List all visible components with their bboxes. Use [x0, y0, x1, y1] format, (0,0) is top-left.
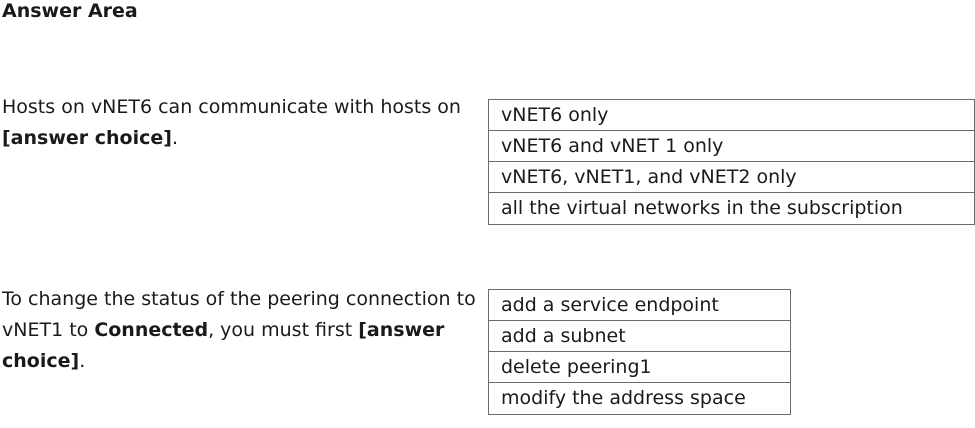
question-2-text: To change the status of the peering conn… [2, 284, 482, 377]
question-2-option-4[interactable]: modify the address space [501, 387, 746, 409]
question-1-text-before: Hosts on vNET6 can communicate with host… [2, 96, 461, 118]
question-2-option-2[interactable]: add a subnet [489, 321, 790, 352]
question-2-text-middle: , you must first [208, 319, 359, 341]
question-1-option-1[interactable]: vNET6 only [489, 100, 974, 131]
question-1-text: Hosts on vNET6 can communicate with host… [2, 92, 482, 154]
question-1-answer-choices: vNET6 only vNET6 and vNET 1 only vNET6, … [488, 99, 975, 225]
question-1-option-2[interactable]: vNET6 and vNET 1 only [489, 131, 974, 162]
question-2-text-before: To change the status of the peering conn… [2, 288, 476, 341]
question-2-emphasis: Connected [94, 319, 209, 341]
question-1-option-4[interactable]: all the virtual networks in the subscrip… [501, 197, 903, 219]
answer-area-title: Answer Area [2, 0, 138, 22]
question-1-text-after: . [171, 127, 178, 149]
question-2-option-3[interactable]: delete peering1 [489, 352, 790, 383]
question-2-placeholder: [answer choice] [2, 319, 445, 372]
question-2-option-1[interactable]: add a service endpoint [489, 290, 790, 321]
question-2-answer-choices: add a service endpoint add a subnet dele… [488, 289, 791, 415]
question-1-placeholder: [answer choice] [2, 127, 172, 149]
question-1-option-3[interactable]: vNET6, vNET1, and vNET2 only [489, 162, 974, 193]
question-2-text-after: . [79, 350, 86, 372]
